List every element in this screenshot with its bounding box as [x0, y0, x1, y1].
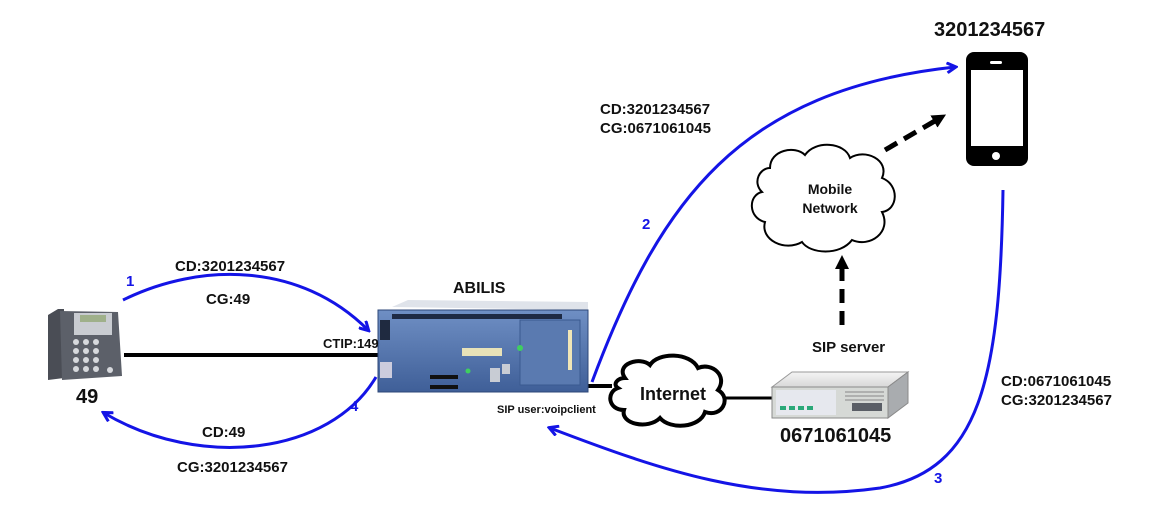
mobile-network-label: Mobile Network	[780, 180, 880, 218]
internet-label: Internet	[639, 384, 706, 404]
mobile-network-line1: Mobile	[807, 181, 853, 197]
sip-server-icon	[770, 371, 910, 419]
flow-1-cg: CG:49	[206, 291, 251, 308]
flow-step-4: 4	[350, 398, 359, 415]
flow-4-cg: CG:3201234567	[177, 459, 288, 476]
flow-2-cg: CG:0671061045	[600, 120, 711, 137]
flow-arrow-4	[104, 376, 378, 449]
abilis-appliance-icon	[377, 300, 589, 393]
flow-4-cd: CD:49	[202, 424, 246, 441]
dashed-arrow-mobile-network-to-phone	[883, 114, 947, 153]
internet-cloud-icon	[608, 353, 727, 428]
flow-arrow-2	[590, 67, 955, 383]
phone-extension-label: 49	[76, 386, 99, 408]
flow-step-1: 1	[126, 273, 135, 290]
sip-server-label: SIP server	[812, 339, 886, 356]
flow-step-2: 2	[642, 216, 651, 233]
flow-arrow-1	[122, 272, 368, 330]
mobile-network-cloud-icon	[750, 143, 896, 253]
flow-3-cd: CD:0671061045	[1001, 373, 1112, 390]
flow-3-cg: CG:3201234567	[1001, 392, 1112, 409]
flow-step-3: 3	[934, 470, 943, 487]
mobile-number-label: 3201234567	[934, 19, 1046, 41]
mobile-network-line2: Network	[802, 200, 858, 216]
flow-2-cd: CD:3201234567	[600, 101, 711, 118]
flow-arrow-3	[550, 189, 1005, 494]
abilis-label: ABILIS	[453, 280, 506, 297]
sip-server-number-label: 0671061045	[780, 425, 892, 447]
desk-phone-icon	[48, 309, 122, 380]
ctip-port-label: CTIP:149	[323, 336, 379, 351]
sip-user-label: SIP user:voipclient	[497, 404, 596, 416]
flow-1-cd: CD:3201234567	[175, 258, 286, 275]
smartphone-icon	[966, 52, 1028, 166]
